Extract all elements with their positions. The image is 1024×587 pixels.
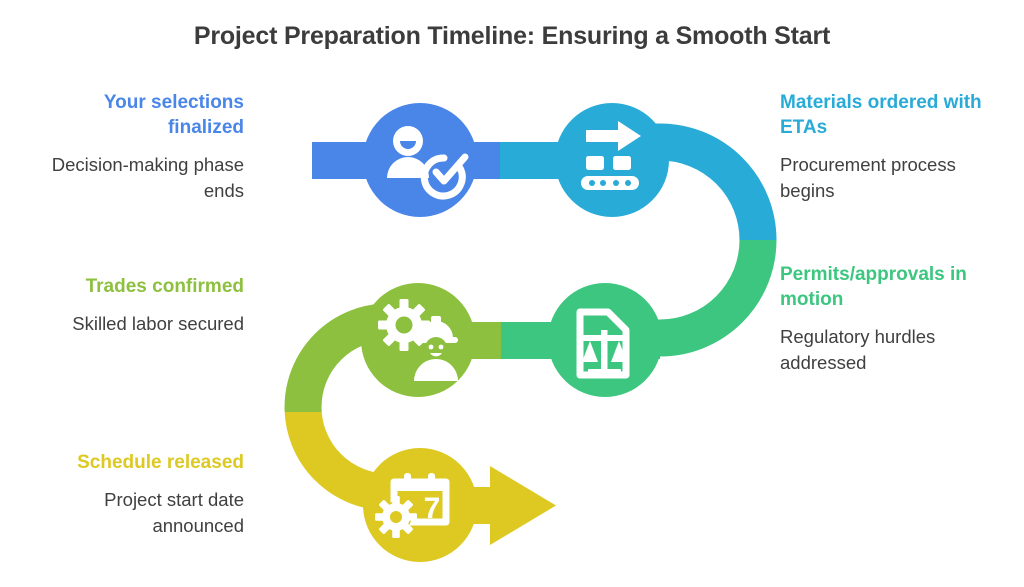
node-trades[interactable] — [361, 283, 475, 397]
step-description-materials: Procurement process begins — [780, 154, 956, 201]
step-heading-materials: Materials ordered with ETAs — [780, 92, 982, 139]
person-check-icon — [387, 126, 469, 200]
step-heading-schedule: Schedule released — [77, 452, 244, 473]
step-label-permits: Permits/approvals in motion Regulatory h… — [780, 262, 1010, 375]
step-description-trades: Skilled labor secured — [72, 313, 244, 335]
calendar-gear-icon: 7 — [375, 473, 450, 538]
node-schedule[interactable]: 7 — [363, 448, 477, 562]
connector-uturn-left-yellow — [284, 412, 440, 511]
step-description-permits: Regulatory hurdles addressed — [780, 326, 936, 373]
node-materials[interactable] — [555, 103, 669, 217]
step-description-schedule: Project start date announced — [104, 489, 244, 536]
gear-worker-icon — [378, 299, 458, 381]
document-scales-icon — [576, 308, 630, 379]
calendar-day-number: 7 — [424, 492, 441, 525]
step-heading-permits: Permits/approvals in motion — [780, 264, 967, 311]
step-heading-selections: Your selections finalized — [103, 92, 244, 139]
step-heading-trades: Trades confirmed — [85, 276, 244, 297]
connector-uturn-right-cyan — [600, 123, 777, 240]
connector-uturn-right-green — [600, 240, 777, 357]
step-label-schedule: Schedule released Project start date ann… — [22, 450, 244, 538]
node-permits[interactable] — [548, 283, 662, 397]
step-label-materials: Materials ordered with ETAs Procurement … — [780, 90, 1010, 203]
page-title: Project Preparation Timeline: Ensuring a… — [193, 22, 831, 50]
conveyor-shipping-icon — [581, 121, 641, 190]
step-label-selections: Your selections finalized Decision-makin… — [30, 90, 244, 203]
connector-uturn-left-lime — [284, 303, 440, 412]
step-description-selections: Decision-making phase ends — [51, 154, 244, 201]
node-selections[interactable] — [363, 103, 477, 217]
step-label-trades: Trades confirmed Skilled labor secured — [30, 274, 244, 337]
